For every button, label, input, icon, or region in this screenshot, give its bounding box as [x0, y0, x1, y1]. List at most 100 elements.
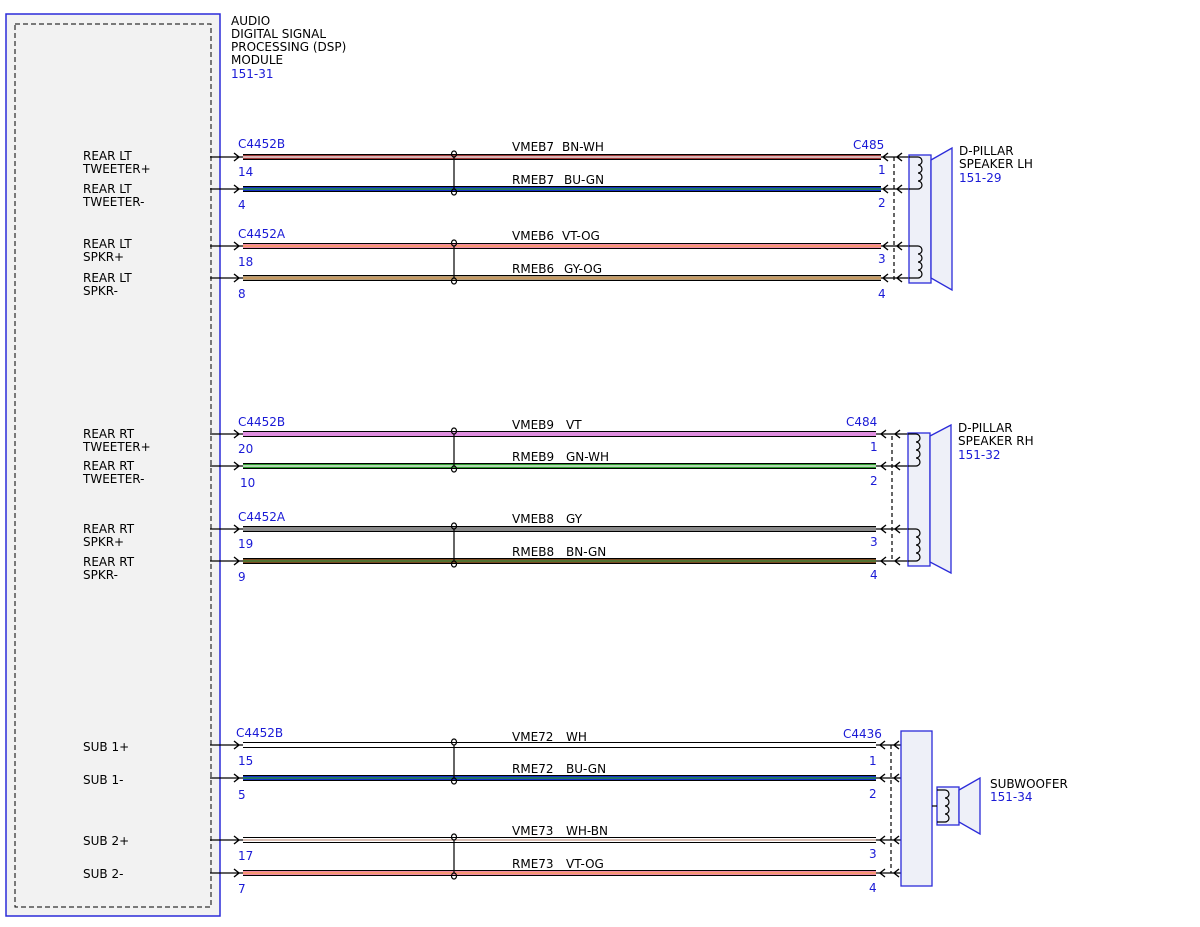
connector-arrow-icon [893, 429, 901, 439]
connector-arrow-icon [233, 429, 241, 439]
connector-arrow-icon [233, 241, 241, 251]
connector-id: C484 [846, 415, 877, 429]
connector-id: C485 [853, 138, 884, 152]
connector-arrow-icon [233, 868, 241, 878]
pin-label: SPKR- [83, 284, 118, 298]
speaker-name: D-PILLAR [959, 144, 1014, 158]
connector-arrow-icon [895, 152, 903, 162]
wire-pin-left: 8 [238, 287, 246, 301]
speaker-ref: 151-29 [959, 171, 1002, 185]
speaker-rh-tweeter-coil-icon [908, 433, 921, 467]
wire-circuit: VMEB6 [512, 229, 554, 243]
pin-label: SUB 2- [83, 867, 123, 881]
wire-pin-left: 4 [238, 198, 246, 212]
wire-color-code: BU-GN [566, 762, 606, 776]
connector-arrow-icon [233, 556, 241, 566]
connector-arrow-icon [878, 773, 886, 783]
wire-pin-left: 18 [238, 255, 253, 269]
connector-arrow-icon [878, 740, 886, 750]
connector-id: C4452B [238, 415, 285, 429]
wire-color-code: GY-OG [564, 262, 602, 276]
connector-arrow-icon [233, 835, 241, 845]
module-title-line: DIGITAL SIGNAL [231, 27, 326, 41]
pin-label: SPKR+ [83, 535, 124, 549]
connector-arrow-icon [233, 184, 241, 194]
speaker-rh-cone [929, 423, 952, 575]
wire-color-code: WH-BN [566, 824, 608, 838]
speaker-rh-coil-icon [908, 528, 921, 562]
pin-label: SPKR- [83, 568, 118, 582]
wire-pin-left: 10 [240, 476, 255, 490]
connector-arrow-icon [895, 241, 903, 251]
connector-arrow-icon [879, 524, 887, 534]
speaker-name: SPEAKER LH [959, 157, 1033, 171]
connector-arrow-icon [233, 461, 241, 471]
pin-label: SPKR+ [83, 250, 124, 264]
pin-label: TWEETER- [82, 195, 144, 209]
speaker-lh: D-PILLAR SPEAKER LH 151-29 [893, 144, 1033, 292]
wire-color-code: BN-WH [562, 140, 604, 154]
pin-label: SUB 2+ [83, 834, 129, 848]
speaker-name: SUBWOOFER [990, 777, 1068, 791]
pin-label: SUB 1- [83, 773, 123, 787]
connector-id: C4452A [238, 227, 286, 241]
wire-pin-right: 1 [869, 754, 877, 768]
pin-label: REAR LT [83, 149, 132, 163]
connector-arrow-icon [233, 273, 241, 283]
module-title: AUDIO DIGITAL SIGNAL PROCESSING (DSP) MO… [231, 14, 346, 81]
connector-id: C4452A [238, 510, 286, 524]
wire-pin-right: 2 [870, 474, 878, 488]
wire-circuit: VMEB9 [512, 418, 554, 432]
connector-arrow-icon [893, 524, 901, 534]
connector-arrow-icon [881, 241, 889, 251]
speaker-lh-coil-icon [909, 245, 923, 279]
connector-arrow-icon [878, 835, 886, 845]
wire-pin-right: 1 [878, 163, 886, 177]
connector-arrow-icon [878, 868, 886, 878]
wire-pin-left: 7 [238, 882, 246, 896]
wire-pin-right: 3 [869, 847, 877, 861]
connector-arrow-icon [879, 429, 887, 439]
wire-circuit: VME72 [512, 730, 553, 744]
pin-label: REAR LT [83, 271, 132, 285]
connector-arrow-icon [892, 773, 900, 783]
wire-color-code: BU-GN [564, 173, 604, 187]
dsp-module-box [5, 13, 221, 917]
connector-arrow-icon [893, 461, 901, 471]
pin-label: REAR RT [83, 555, 135, 569]
module-title-line: AUDIO [231, 14, 270, 28]
connector-arrow-icon [892, 835, 900, 845]
speaker-name: D-PILLAR [958, 421, 1013, 435]
subwoofer-magnet [936, 786, 960, 826]
wire-circuit: RME73 [512, 857, 554, 871]
pin-label: SUB 1+ [83, 740, 129, 754]
connector-arrow-icon [892, 740, 900, 750]
connector-arrow-icon [881, 152, 889, 162]
module-ref: 151-31 [231, 67, 274, 81]
connector-arrow-icon [895, 184, 903, 194]
connector-arrow-icon [879, 556, 887, 566]
wire-pin-right: 3 [878, 252, 886, 266]
pin-label: REAR LT [83, 182, 132, 196]
wire-circuit: RMEB7 [512, 173, 554, 187]
wire-circuit: VMEB8 [512, 512, 554, 526]
speaker-name: SPEAKER RH [958, 434, 1034, 448]
pin-label: REAR RT [83, 522, 135, 536]
subwoofer-cone [958, 776, 981, 836]
connector-arrow-icon [233, 524, 241, 534]
pin-label: TWEETER+ [82, 162, 151, 176]
wire-pin-right: 4 [870, 568, 878, 582]
wire-labels: VMEB7 BN-WH 14 1 RMEB7 BU-GN 4 2 VMEB6 V… [238, 140, 886, 896]
wire-lines [210, 152, 909, 878]
left-connector-ids: C4452B C4452A C4452B C4452A C4452B [236, 137, 286, 740]
wire-circuit: RMEB8 [512, 545, 554, 559]
wire-pin-right: 4 [869, 881, 877, 895]
wire-circuit: RME72 [512, 762, 554, 776]
connector-arrow-icon [233, 773, 241, 783]
module-title-line: PROCESSING (DSP) [231, 40, 346, 54]
wire-color-code: WH [566, 730, 587, 744]
subwoofer-coil-icon [937, 789, 950, 823]
pin-label: TWEETER+ [82, 440, 151, 454]
wire-circuit: RMEB6 [512, 262, 554, 276]
